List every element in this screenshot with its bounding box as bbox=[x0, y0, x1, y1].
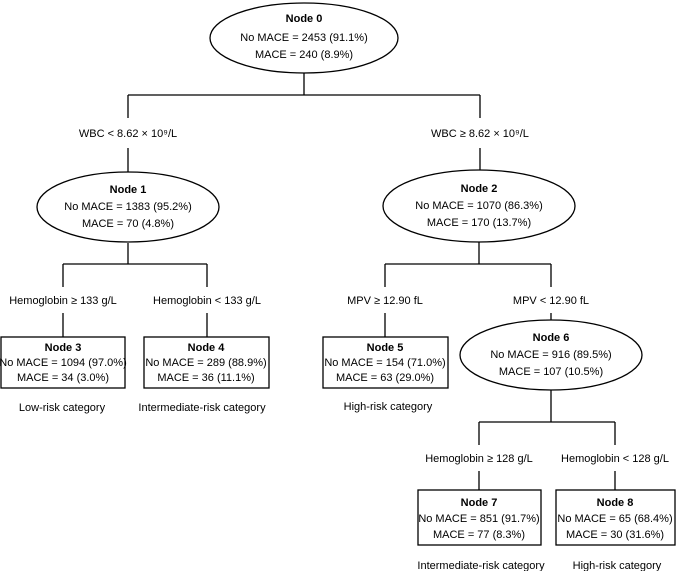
category-node-4: Intermediate-risk category bbox=[138, 402, 266, 414]
node-1-no-mace: No MACE = 1383 (95.2%) bbox=[64, 201, 191, 213]
node-2-mace: MACE = 170 (13.7%) bbox=[427, 217, 531, 229]
node-5-title: Node 5 bbox=[367, 342, 404, 354]
node-5: Node 5 No MACE = 154 (71.0%) MACE = 63 (… bbox=[322, 336, 449, 389]
category-node-5: High-risk category bbox=[344, 401, 433, 413]
node-4-mace: MACE = 36 (11.1%) bbox=[157, 372, 254, 384]
split-mpv-ge: MPV ≥ 12.90 fL bbox=[347, 295, 423, 307]
node-6: Node 6 No MACE = 916 (89.5%) MACE = 107 … bbox=[459, 319, 643, 391]
node-0-no-mace: No MACE = 2453 (91.1%) bbox=[240, 32, 367, 44]
node-6-mace: MACE = 107 (10.5%) bbox=[499, 366, 603, 378]
split-mpv-lt: MPV < 12.90 fL bbox=[513, 295, 589, 307]
node-5-mace: MACE = 63 (29.0%) bbox=[336, 372, 434, 384]
split-hb-lt-128: Hemoglobin < 128 g/L bbox=[561, 453, 669, 465]
node-4-no-mace: No MACE = 289 (88.9%) bbox=[145, 357, 266, 369]
node-3-mace: MACE = 34 (3.0%) bbox=[17, 372, 109, 384]
node-1-mace: MACE = 70 (4.8%) bbox=[82, 218, 174, 230]
node-7-mace: MACE = 77 (8.3%) bbox=[433, 529, 525, 541]
split-wbc-low: WBC < 8.62 × 10⁹/L bbox=[79, 128, 177, 140]
node-3-title: Node 3 bbox=[45, 342, 82, 354]
node-6-title: Node 6 bbox=[533, 332, 570, 344]
node-7: Node 7 No MACE = 851 (91.7%) MACE = 77 (… bbox=[417, 489, 542, 546]
category-node-7: Intermediate-risk category bbox=[417, 560, 545, 571]
node-4-title: Node 4 bbox=[188, 342, 226, 354]
node-5-no-mace: No MACE = 154 (71.0%) bbox=[324, 357, 445, 369]
node-0-mace: MACE = 240 (8.9%) bbox=[255, 49, 353, 61]
node-3-no-mace: No MACE = 1094 (97.0%) bbox=[0, 357, 127, 369]
node-8-mace: MACE = 30 (31.6%) bbox=[566, 529, 664, 541]
node-7-title: Node 7 bbox=[461, 497, 498, 509]
node-2-no-mace: No MACE = 1070 (86.3%) bbox=[415, 200, 542, 212]
risk-categories: Low-risk category Intermediate-risk cate… bbox=[19, 401, 662, 571]
category-node-8: High-risk category bbox=[573, 560, 662, 571]
node-8-title: Node 8 bbox=[597, 497, 634, 509]
node-1: Node 1 No MACE = 1383 (95.2%) MACE = 70 … bbox=[36, 171, 220, 243]
edge-node6 bbox=[478, 390, 616, 490]
node-8: Node 8 No MACE = 65 (68.4%) MACE = 30 (3… bbox=[555, 489, 676, 546]
node-2: Node 2 No MACE = 1070 (86.3%) MACE = 170… bbox=[382, 169, 576, 243]
tree-edges bbox=[62, 73, 616, 490]
node-4: Node 4 No MACE = 289 (88.9%) MACE = 36 (… bbox=[143, 336, 270, 389]
node-0: Node 0 No MACE = 2453 (91.1%) MACE = 240… bbox=[209, 2, 399, 74]
node-2-title: Node 2 bbox=[461, 183, 498, 195]
edge-node2 bbox=[384, 242, 552, 337]
split-hb-ge-133: Hemoglobin ≥ 133 g/L bbox=[9, 295, 117, 307]
node-1-title: Node 1 bbox=[110, 184, 147, 196]
split-wbc-high: WBC ≥ 8.62 × 10⁹/L bbox=[431, 128, 529, 140]
edge-node1 bbox=[62, 243, 208, 337]
edge-root bbox=[127, 73, 481, 172]
node-7-no-mace: No MACE = 851 (91.7%) bbox=[418, 513, 539, 525]
node-6-no-mace: No MACE = 916 (89.5%) bbox=[490, 349, 611, 361]
category-node-3: Low-risk category bbox=[19, 402, 106, 414]
node-8-no-mace: No MACE = 65 (68.4%) bbox=[557, 513, 672, 525]
node-0-title: Node 0 bbox=[286, 13, 323, 25]
node-3: Node 3 No MACE = 1094 (97.0%) MACE = 34 … bbox=[0, 336, 127, 389]
split-hb-lt-133: Hemoglobin < 133 g/L bbox=[153, 295, 261, 307]
split-hb-ge-128: Hemoglobin ≥ 128 g/L bbox=[425, 453, 533, 465]
split-labels: WBC < 8.62 × 10⁹/L WBC ≥ 8.62 × 10⁹/L He… bbox=[4, 125, 674, 467]
